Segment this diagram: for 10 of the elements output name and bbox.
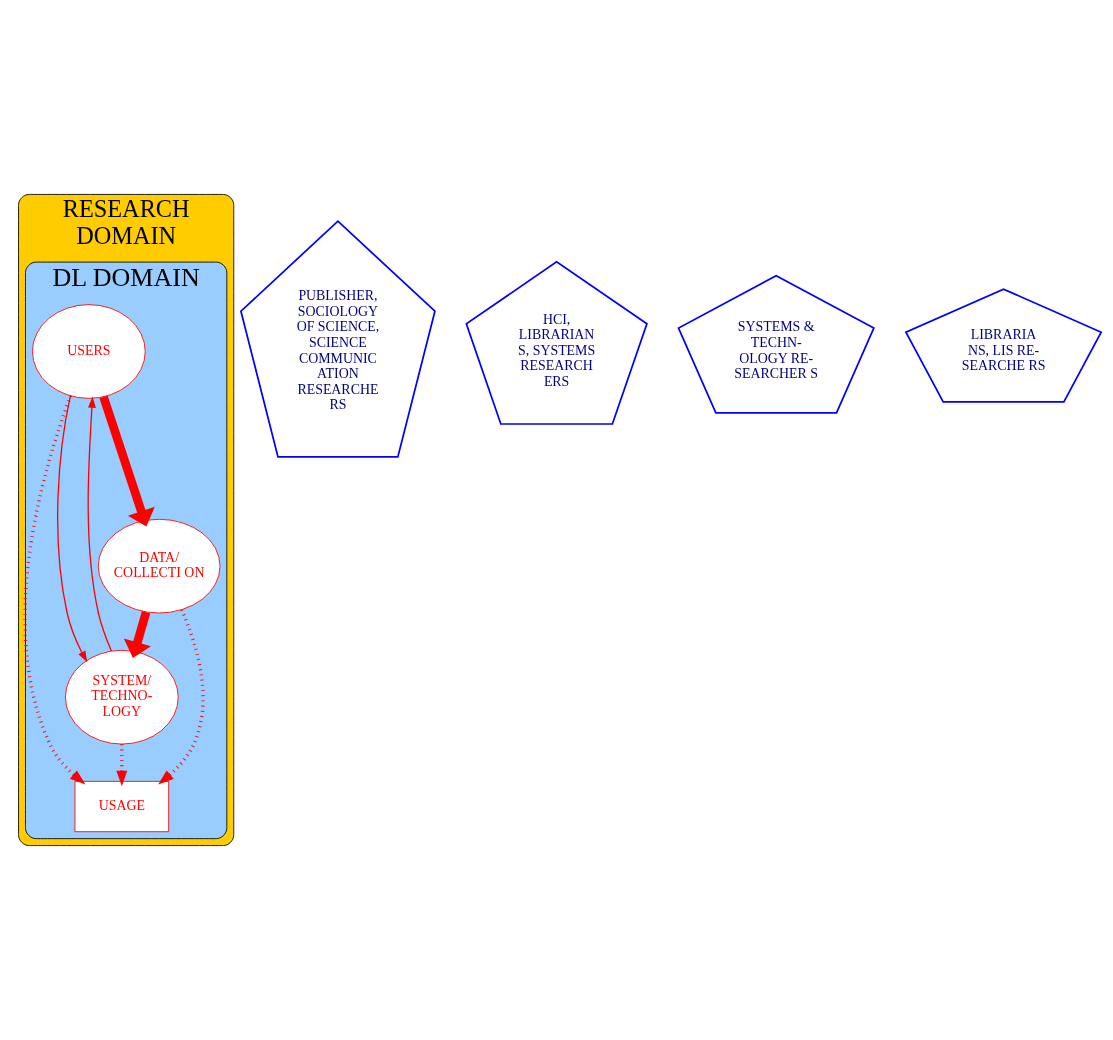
arrow — [116, 744, 128, 787]
arrow — [57, 395, 88, 663]
arrow — [87, 396, 113, 652]
node-box: USAGE — [74, 780, 170, 833]
node-ellipse: USERS — [32, 304, 146, 399]
arrow — [99, 395, 155, 527]
arrow — [23, 395, 86, 785]
arrow — [123, 611, 151, 658]
arrow — [158, 609, 205, 785]
node-ellipse: DATA/ COLLECTI ON — [97, 518, 221, 614]
